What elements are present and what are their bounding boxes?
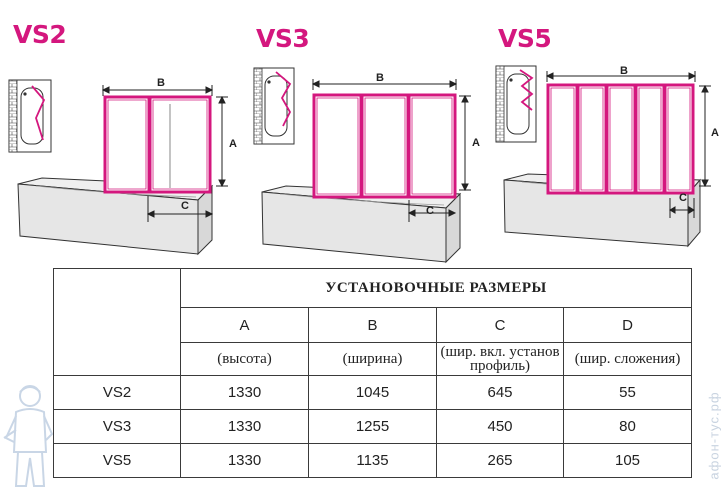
cell-c: 450: [436, 409, 564, 444]
table-row: VS5 1330 1135 265 105: [53, 443, 693, 478]
model-title-vs3: VS3: [256, 24, 310, 53]
site-watermark: aфон-тус.рф: [703, 380, 725, 490]
row-label: VS5: [53, 443, 181, 478]
dim-label-c: C: [679, 192, 687, 204]
site-watermark-text: aфон-тус.рф: [706, 390, 722, 480]
column-header-c: C: [436, 307, 564, 343]
model-title-vs2: VS2: [13, 20, 67, 49]
dim-label-c: C: [181, 200, 189, 212]
installation-dimensions-table: УСТАНОВОЧНЫЕ РАЗМЕРЫ A B C D (высота) (ш…: [53, 268, 693, 478]
cell-a: 1330: [180, 375, 309, 410]
glass-screen: [103, 95, 212, 194]
model-title-vs5: VS5: [498, 24, 552, 53]
dimension-lines: [101, 85, 228, 222]
cell-b: 1135: [308, 443, 437, 478]
table-row: VS3 1330 1255 450 80: [53, 409, 693, 444]
dim-label-b: B: [376, 72, 384, 84]
column-header-b: B: [308, 307, 437, 343]
cell-c: 645: [436, 375, 564, 410]
diagram-vs3: B A C: [253, 67, 480, 264]
row-label: VS3: [53, 409, 181, 444]
column-header-d: D: [562, 307, 693, 343]
cell-a: 1330: [180, 409, 309, 444]
column-desc-b: (ширина): [308, 342, 437, 376]
dim-label-b: B: [620, 65, 628, 77]
dim-label-b: B: [157, 77, 165, 89]
glass-screen: [312, 93, 457, 199]
dimension-lines: [311, 79, 471, 222]
table-title: УСТАНОВОЧНЫЕ РАЗМЕРЫ: [179, 268, 693, 308]
dim-label-a: A: [229, 138, 237, 150]
column-desc-a: (высота): [180, 342, 309, 376]
cell-c: 265: [436, 443, 564, 478]
dim-label-a: A: [711, 127, 719, 139]
top-view-icon: [253, 67, 295, 145]
dim-label-c: C: [426, 205, 434, 217]
column-desc-c-text: (шир. вкл. установ профиль): [440, 344, 560, 374]
cell-b: 1045: [308, 375, 437, 410]
plumber-mascot-image: [3, 385, 54, 487]
cell-b: 1255: [308, 409, 437, 444]
column-desc-d: (шир. сложения): [562, 342, 693, 376]
row-label: VS2: [53, 375, 181, 410]
dimension-lines: [545, 71, 711, 218]
glass-screen: [546, 83, 695, 195]
table-corner-cell: [53, 268, 181, 376]
cell-a: 1330: [180, 443, 309, 478]
column-header-a: A: [180, 307, 309, 343]
bath-screen-diagrams: B A C: [8, 65, 719, 264]
diagram-vs2: B A C: [8, 77, 237, 256]
table-row: VS2 1330 1045 645 55: [53, 375, 693, 410]
top-view-icon: [8, 79, 52, 153]
cell-d: 80: [562, 409, 693, 444]
column-desc-c: (шир. вкл. установ профиль): [436, 342, 564, 376]
dim-label-a: A: [472, 137, 480, 149]
diagram-vs5: B A C: [495, 65, 719, 248]
cell-d: 105: [562, 443, 693, 478]
top-view-icon: [495, 65, 537, 143]
cell-d: 55: [562, 375, 693, 410]
